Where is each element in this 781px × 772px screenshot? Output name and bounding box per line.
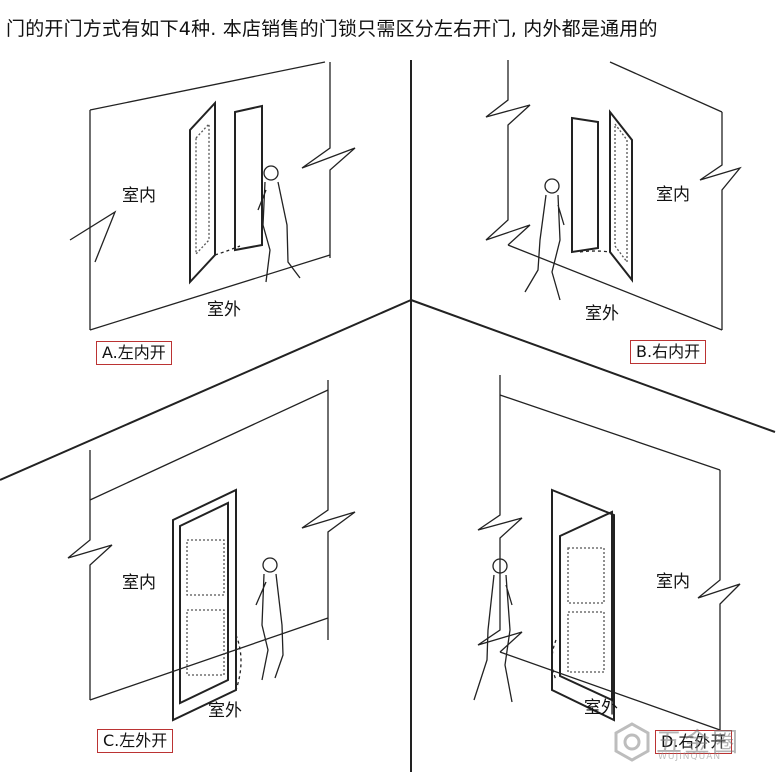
panel-c-case-label: C.左外开 [97, 729, 174, 753]
watermark: 五金圈 WUJINQUAN [612, 718, 777, 768]
panel-a-drawing [69, 61, 356, 331]
panel-a-inside-label: 室内 [122, 186, 156, 206]
person-b-icon [524, 178, 565, 301]
watermark-subtext: WUJINQUAN [658, 752, 722, 762]
panel-d-case-label: D.右外开 [655, 730, 733, 754]
person-c-icon [255, 557, 284, 681]
panel-c-outside-label: 室外 [208, 701, 242, 721]
header-text: 门的开门方式有如下4种. 本店销售的门锁只需区分左右开门, 内外都是通用的 [6, 18, 658, 40]
panel-a-case-label: A.左内开 [96, 341, 172, 365]
person-a-icon [257, 165, 301, 283]
person-d-icon [473, 558, 513, 703]
panel-d-inside-label: 室内 [656, 572, 690, 592]
panel-b-inside-label: 室内 [656, 185, 690, 205]
panel-d-drawing [473, 375, 741, 731]
panel-b-drawing [485, 60, 742, 331]
watermark-logo-icon [614, 722, 650, 762]
watermark-text: 五金圈 [656, 728, 741, 758]
panel-c-inside-label: 室内 [122, 573, 156, 593]
panel-c-drawing [67, 380, 356, 722]
panel-d-outside-label: 室外 [584, 698, 618, 718]
panel-a-outside-label: 室外 [207, 300, 241, 320]
panel-b-outside-label: 室外 [585, 304, 619, 324]
panel-b-case-label: B.右内开 [630, 340, 707, 364]
